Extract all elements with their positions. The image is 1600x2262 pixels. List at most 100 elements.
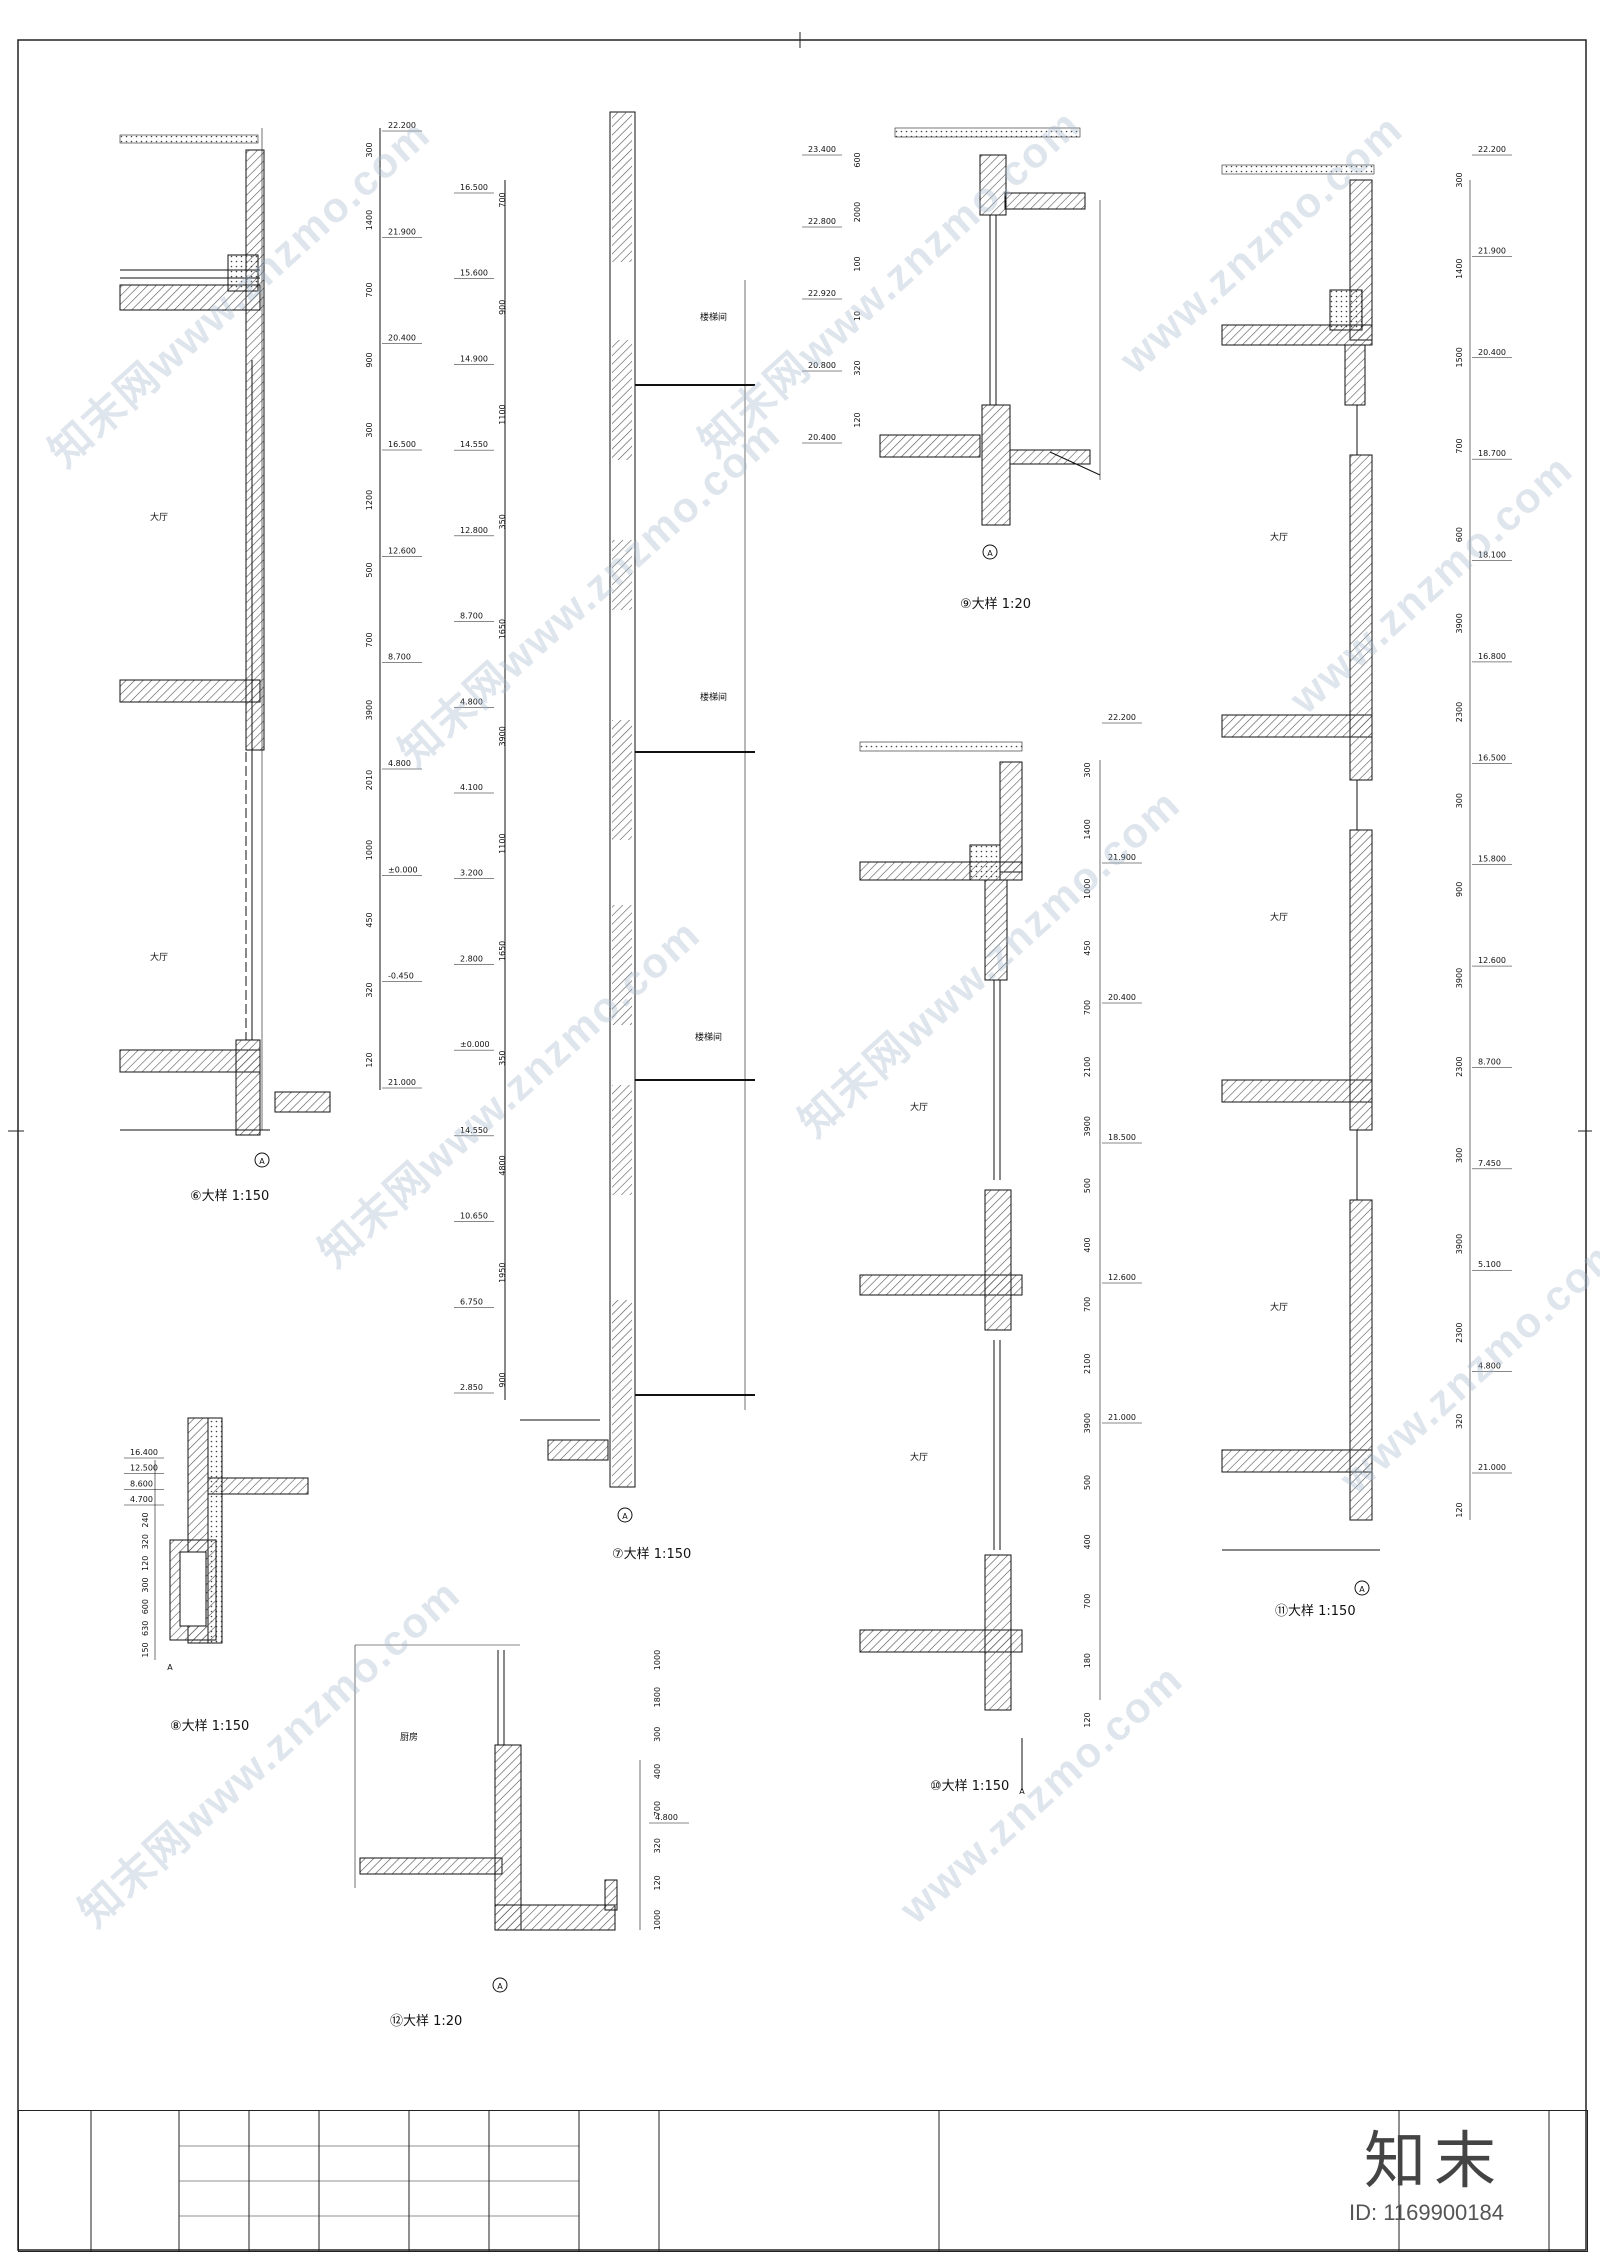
- elevation-label: 16.500: [388, 440, 416, 449]
- detail-title: ⑨大样 1:20: [960, 597, 1031, 612]
- room-label: 大厅: [150, 951, 168, 963]
- dimension-label: 1000: [1083, 879, 1092, 899]
- room-label: 楼梯间: [695, 1031, 722, 1043]
- elevation-label: 16.500: [1478, 753, 1506, 762]
- dimension-label: 700: [1455, 438, 1464, 453]
- dimension-label: 700: [1083, 1000, 1092, 1015]
- elevation-label: 10.650: [460, 1212, 488, 1221]
- dimension-label: 3900: [1455, 613, 1464, 633]
- dimension-label: 120: [365, 1052, 374, 1067]
- dimension-label: 300: [1455, 793, 1464, 808]
- room-label: 大厅: [1270, 1301, 1288, 1313]
- elevation-label: 4.800: [655, 1813, 678, 1822]
- elevation-label: 4.800: [1478, 1362, 1501, 1371]
- dimension-label: 320: [141, 1534, 150, 1549]
- dimension-label: 450: [1083, 940, 1092, 955]
- dimension-label: 700: [1083, 1594, 1092, 1609]
- dimension-label: 400: [653, 1764, 662, 1779]
- dimension-label: 100: [853, 256, 862, 271]
- dimension-label: 1800: [653, 1687, 662, 1707]
- image-id: ID: 1169900184: [1349, 2200, 1504, 2225]
- dimension-label: 300: [365, 422, 374, 437]
- axis-label: A: [987, 549, 993, 558]
- dimension-label: 700: [1083, 1297, 1092, 1312]
- elevation-label: 2.850: [460, 1383, 483, 1392]
- dimension-label: 150: [141, 1642, 150, 1657]
- dimension-label: 600: [853, 152, 862, 167]
- dimension-label: 240: [141, 1512, 150, 1527]
- detail-7: [504, 111, 755, 1523]
- dimension-label: 300: [1455, 1148, 1464, 1163]
- elevation-label: 8.700: [1478, 1057, 1501, 1066]
- elevation-label: 8.700: [388, 653, 411, 662]
- dimension-label: 350: [498, 514, 507, 529]
- dimension-label: 350: [498, 1051, 507, 1066]
- dimension-label: 120: [141, 1556, 150, 1571]
- elevation-label: 15.600: [460, 269, 488, 278]
- elevation-label: 5.100: [1478, 1260, 1501, 1269]
- axis-label: A: [1019, 1787, 1025, 1796]
- elevation-label: 22.920: [808, 289, 836, 298]
- elevation-label: 12.800: [460, 526, 488, 535]
- detail-title: ⑫大样 1:20: [390, 2014, 462, 2029]
- elevation-label: 12.500: [130, 1464, 158, 1473]
- dimension-label: 500: [1083, 1475, 1092, 1490]
- elevation-label: 21.000: [388, 1078, 416, 1087]
- room-label: 大厅: [1270, 531, 1288, 543]
- title-block: [18, 2110, 1588, 2252]
- dimension-label: 120: [1455, 1502, 1464, 1517]
- dimension-label: 1000: [653, 1650, 662, 1670]
- detail-9: [879, 127, 1101, 560]
- elevation-label: 4.700: [130, 1495, 153, 1504]
- detail-title: ⑩大样 1:150: [930, 1779, 1009, 1794]
- elevation-label: 3.200: [460, 869, 483, 878]
- elevation-label: 16.800: [1478, 652, 1506, 661]
- dimension-label: 700: [365, 632, 374, 647]
- elevation-label: 22.200: [1108, 713, 1136, 722]
- dimension-label: 700: [498, 192, 507, 207]
- dimension-label: 300: [141, 1577, 150, 1592]
- detail-title: ⑦大样 1:150: [612, 1547, 691, 1562]
- dimension-label: 600: [141, 1599, 150, 1614]
- dimension-label: 10: [853, 311, 862, 321]
- elevation-label: 14.900: [460, 354, 488, 363]
- elevation-label: -0.450: [388, 972, 414, 981]
- room-label: 厨房: [400, 1731, 418, 1743]
- dimension-label: 1100: [498, 833, 507, 853]
- dimension-label: 120: [853, 412, 862, 427]
- elevation-label: 20.400: [388, 334, 416, 343]
- elevation-label: 20.400: [1478, 348, 1506, 357]
- dimension-label: 900: [498, 300, 507, 315]
- elevation-label: ±0.000: [460, 1040, 490, 1049]
- room-label: 大厅: [910, 1451, 928, 1463]
- dimension-label: 2300: [1455, 702, 1464, 722]
- dimension-label: 1000: [365, 840, 374, 860]
- brand-logo: 知末: [1363, 2124, 1504, 2197]
- elevation-label: 22.800: [808, 217, 836, 226]
- dimension-label: 1200: [365, 490, 374, 510]
- elevation-label: 16.500: [460, 183, 488, 192]
- dimension-label: 1650: [498, 941, 507, 961]
- elevation-label: 4.800: [460, 697, 483, 706]
- dimension-label: 3900: [365, 700, 374, 720]
- dimension-label: 300: [653, 1727, 662, 1742]
- dimension-label: 320: [853, 360, 862, 375]
- dimension-label: 900: [498, 1372, 507, 1387]
- elevation-label: 14.550: [460, 440, 488, 449]
- elevation-label: 12.600: [388, 546, 416, 555]
- elevation-label: 22.200: [1478, 145, 1506, 154]
- dimension-label: 2100: [1083, 1057, 1092, 1077]
- room-label: 大厅: [1270, 911, 1288, 923]
- dimension-label: 120: [1083, 1712, 1092, 1727]
- detail-title: ⑧大样 1:150: [170, 1719, 249, 1734]
- elevation-label: 15.800: [1478, 855, 1506, 864]
- axis-label: A: [622, 1512, 628, 1521]
- axis-label: A: [259, 1157, 265, 1166]
- axis-label: A: [1359, 1585, 1365, 1594]
- dimension-label: 1400: [1083, 819, 1092, 839]
- elevation-label: 7.450: [1478, 1159, 1501, 1168]
- detail-12: [354, 1644, 641, 1993]
- dimension-label: 900: [365, 352, 374, 367]
- elevation-label: 21.900: [388, 227, 416, 236]
- elevation-label: 22.200: [388, 121, 416, 130]
